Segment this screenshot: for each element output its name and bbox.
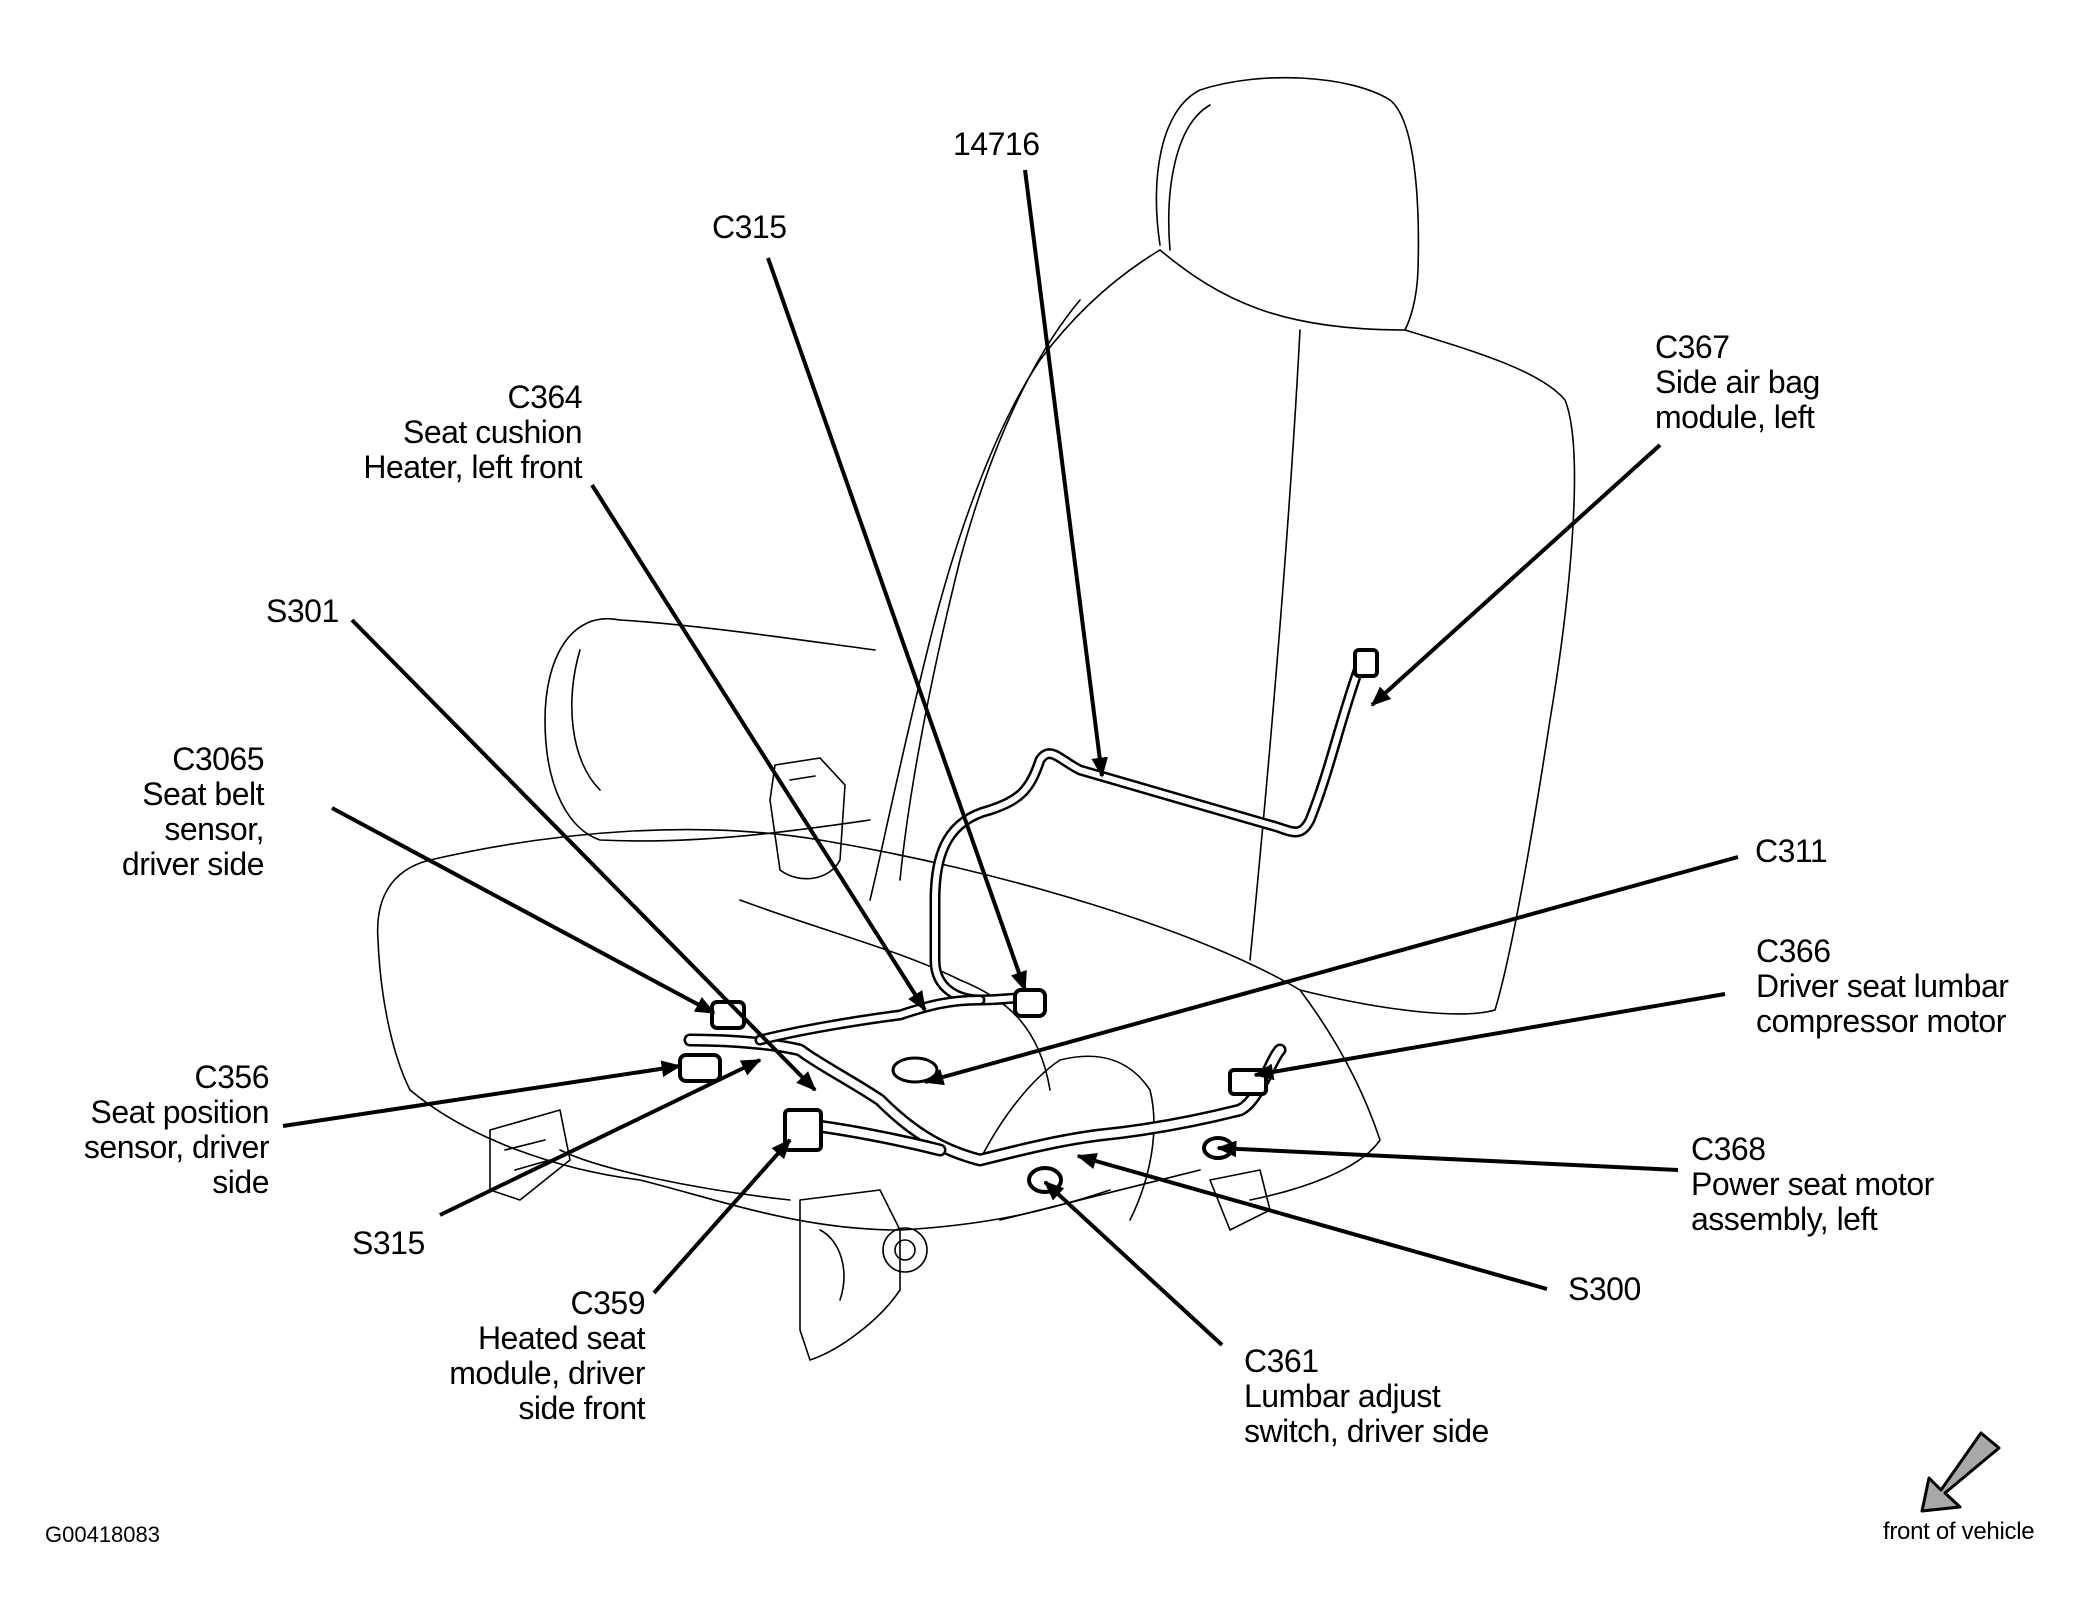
callout-C359-desc-2: module, driver — [449, 1355, 645, 1391]
callout-C364-code: C364 — [507, 379, 583, 415]
cushion-left — [376, 859, 431, 1091]
callout-S301-code: S301 — [266, 593, 339, 629]
seat-back-outline — [869, 249, 1161, 901]
leader-C359 — [652, 1138, 792, 1295]
seat-back-left-edge — [899, 299, 1081, 881]
leader-C315 — [766, 257, 1027, 992]
figure-id: G00418083 — [45, 1522, 160, 1547]
leader-C367 — [1370, 443, 1662, 707]
callout-C364-desc-1: Seat cushion — [402, 414, 583, 450]
connector-C311 — [891, 1056, 939, 1084]
cushion-side — [1249, 989, 1381, 1201]
front-of-vehicle-arrow-icon — [1920, 1431, 2001, 1513]
callout-C364-desc-2: Heater, left front — [363, 449, 582, 485]
leader-C364 — [590, 483, 927, 1012]
callout-C3065: C3065 Seat belt sensor, driver side — [121, 741, 265, 882]
connector-C356 — [678, 1053, 722, 1083]
connector-C315 — [1013, 988, 1047, 1018]
seat-back-front — [1159, 249, 1406, 331]
callout-14716: 14716 — [953, 126, 1040, 162]
seat-back-right — [1299, 329, 1576, 1015]
callout-C315: C315 — [712, 210, 787, 245]
callout-14716-code: 14716 — [953, 126, 1040, 162]
callout-C367: C367 Side air bag module, left — [1655, 330, 1820, 435]
harness-main — [683, 1033, 1287, 1167]
leader-C311 — [923, 855, 1739, 1086]
connector-C361 — [1027, 1166, 1063, 1194]
callout-C356-desc-2: sensor, driver — [83, 1129, 270, 1165]
armrest — [544, 617, 871, 842]
leader-S300 — [1076, 1152, 1548, 1291]
callout-C3065-desc-3: driver side — [121, 846, 265, 882]
callout-C359-desc-1: Heated seat — [477, 1320, 646, 1356]
callout-C356-code: C356 — [194, 1059, 270, 1095]
callout-C366-desc-1: Driver seat lumbar — [1756, 968, 2009, 1004]
leader-C366 — [1253, 992, 1726, 1081]
connector-C367 — [1353, 648, 1379, 678]
callout-C367-desc-2: module, left — [1655, 399, 1815, 435]
callout-C359: C359 Heated seat module, driver side fro… — [449, 1286, 645, 1426]
callout-C367-code: C367 — [1655, 329, 1730, 365]
callout-S300: S300 — [1568, 1272, 1641, 1307]
callout-C368-desc-1: Power seat motor — [1691, 1166, 1934, 1202]
callout-C366-desc-2: compressor motor — [1756, 1003, 2006, 1039]
callout-C311-code: C311 — [1755, 833, 1828, 869]
callout-C359-desc-3: side front — [518, 1390, 645, 1426]
callout-C364: C364 Seat cushion Heater, left front — [363, 380, 582, 485]
leader-C3065 — [331, 806, 716, 1015]
cushion-seam — [739, 899, 1051, 1091]
armrest-inner — [571, 649, 601, 791]
leader-lines — [282, 169, 1739, 1347]
callout-C3065-desc-1: Seat belt — [142, 776, 264, 812]
headrest-inner — [1167, 104, 1211, 251]
callout-C366: C366 Driver seat lumbar compressor motor — [1756, 933, 2009, 1039]
callout-C3065-desc-2: sensor, — [164, 811, 264, 847]
seat-back-inner-seam — [1249, 329, 1301, 961]
callout-S315-code: S315 — [352, 1225, 425, 1261]
cushion-top — [429, 828, 1301, 991]
callout-C315-code: C315 — [712, 209, 787, 245]
callout-S301: S301 — [266, 594, 339, 629]
callout-C311: C311 — [1755, 833, 1828, 869]
seat-track-front — [799, 1189, 901, 1361]
connector-C359 — [783, 1108, 823, 1152]
callout-C361-desc-1: Lumbar adjust — [1244, 1378, 1441, 1414]
leader-S315 — [439, 1058, 762, 1217]
callout-C368: C368 Power seat motor assembly, left — [1691, 1132, 1934, 1237]
callout-C356-desc-1: Seat position — [90, 1094, 269, 1130]
leader-C368 — [1216, 1140, 1679, 1172]
callout-C366-code: C366 — [1756, 933, 1831, 969]
leader-C356 — [282, 1060, 682, 1128]
callout-C367-desc-1: Side air bag — [1655, 364, 1820, 400]
seat-illustration — [376, 76, 1576, 1361]
seat-track-left — [489, 1109, 571, 1201]
leader-C361 — [1043, 1180, 1224, 1347]
callout-C3065-code: C3065 — [172, 741, 264, 777]
cushion-front-panel — [979, 1055, 1155, 1221]
callout-C356: C356 Seat position sensor, driver side — [83, 1059, 270, 1200]
callout-C359-code: C359 — [570, 1285, 646, 1321]
callout-C368-desc-2: assembly, left — [1691, 1201, 1878, 1237]
headrest — [1155, 76, 1420, 331]
leader-14716 — [1023, 169, 1108, 778]
leader-S301 — [350, 618, 817, 1092]
seat-belt-buckle — [769, 757, 846, 880]
callout-C356-desc-3: side — [212, 1164, 269, 1200]
callout-C361: C361 Lumbar adjust switch, driver side — [1244, 1344, 1489, 1449]
wiring-harness — [678, 648, 1379, 1194]
callout-C361-desc-2: switch, driver side — [1244, 1413, 1489, 1449]
front-of-vehicle-label: front of vehicle — [1883, 1518, 2035, 1545]
armrest-top — [619, 619, 876, 651]
callout-C368-code: C368 — [1691, 1131, 1766, 1167]
callout-S300-code: S300 — [1568, 1271, 1641, 1307]
callout-C361-code: C361 — [1244, 1343, 1319, 1379]
callout-S315: S315 — [352, 1226, 425, 1261]
